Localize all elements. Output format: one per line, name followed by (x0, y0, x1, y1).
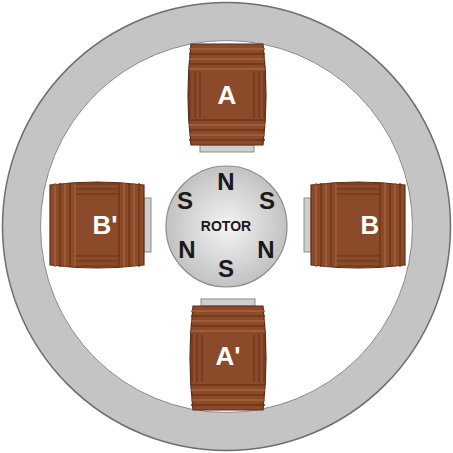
winding-stripe (189, 63, 265, 64)
winding-stripe (189, 71, 190, 117)
winding-stripe (196, 334, 197, 382)
pole-letter: N (178, 238, 195, 262)
winding-stripe (336, 260, 379, 261)
winding-stripe (194, 71, 195, 117)
winding-stripe (75, 265, 118, 266)
winding-stripe (191, 315, 265, 316)
pole-letter: N (257, 238, 274, 262)
coil-body (50, 182, 144, 268)
winding-stripe (191, 389, 265, 390)
winding-stripe (384, 183, 385, 267)
winding-stripe (189, 48, 265, 49)
winding-stripe (75, 255, 118, 256)
winding-stripe (263, 334, 264, 382)
winding-stripe (325, 183, 326, 267)
coil-outline (311, 180, 405, 270)
winding-stripe (315, 183, 316, 267)
pole-letter: S (177, 189, 193, 213)
winding-stripe (75, 193, 118, 194)
winding-stripe (189, 68, 265, 69)
winding-stripe (74, 183, 75, 267)
winding-stripe (336, 265, 379, 266)
winding-stripe (330, 183, 331, 267)
coil-label: A (218, 82, 237, 108)
winding-stripe (389, 183, 390, 267)
pole-shoe (200, 145, 254, 152)
winding-stripe (191, 384, 265, 385)
stator-coil: B (311, 180, 405, 270)
winding-stripe (394, 183, 395, 267)
winding-stripe (191, 394, 265, 395)
winding-stripe (189, 139, 265, 140)
coil-label: B (361, 212, 380, 238)
winding-stripe (191, 310, 265, 311)
winding-stripe (189, 124, 265, 125)
winding-stripe (336, 183, 379, 184)
winding-stripe (133, 183, 134, 267)
pole-letter: S (218, 257, 234, 281)
winding-stripe (253, 71, 254, 117)
winding-stripe (189, 119, 265, 120)
coil-body (188, 44, 266, 145)
winding-stripe (189, 53, 265, 54)
winding-stripe (263, 71, 264, 117)
winding-stripe (191, 404, 265, 405)
winding-stripe (379, 183, 380, 267)
winding-stripe (138, 183, 139, 267)
winding-stripe (75, 188, 118, 189)
winding-stripe (191, 399, 265, 400)
winding-stripe (69, 183, 70, 267)
coil-label: B' (93, 212, 118, 238)
rotor-body (166, 166, 287, 287)
pole-shoe (144, 198, 151, 252)
stator-coil: A (186, 44, 268, 145)
stator-bore (41, 41, 413, 413)
winding-stripe (336, 193, 379, 194)
winding-stripe (128, 183, 129, 267)
winding-stripe (199, 71, 200, 117)
winding-stripe (258, 71, 259, 117)
rotor-label: ROTOR (201, 219, 251, 233)
stator-coil: A' (188, 306, 268, 410)
winding-stripe (75, 260, 118, 261)
rotor: NSSROTORNNS (165, 165, 288, 288)
coil-label: A' (216, 343, 241, 369)
coil-body (311, 182, 405, 268)
winding-stripe (399, 183, 400, 267)
winding-stripe (191, 330, 265, 331)
winding-stripe (54, 183, 55, 267)
pole-shoe (201, 299, 255, 306)
winding-stripe (320, 183, 321, 267)
winding-stripe (191, 320, 265, 321)
winding-stripe (253, 334, 254, 382)
stator-ring (3, 3, 451, 451)
winding-stripe (123, 183, 124, 267)
winding-stripe (191, 334, 192, 382)
pole-letter: S (259, 189, 275, 213)
pole-shoe (304, 198, 311, 252)
winding-stripe (118, 183, 119, 267)
winding-stripe (189, 134, 265, 135)
winding-stripe (336, 188, 379, 189)
coil-body (190, 306, 266, 410)
stator-coil: B' (50, 180, 144, 270)
winding-stripe (335, 183, 336, 267)
winding-stripe (191, 325, 265, 326)
winding-stripe (189, 58, 265, 59)
winding-stripe (59, 183, 60, 267)
winding-stripe (64, 183, 65, 267)
winding-stripe (201, 334, 202, 382)
winding-stripe (258, 334, 259, 382)
winding-stripe (336, 255, 379, 256)
winding-stripe (75, 183, 118, 184)
pole-letter: N (217, 170, 234, 194)
winding-stripe (189, 129, 265, 130)
